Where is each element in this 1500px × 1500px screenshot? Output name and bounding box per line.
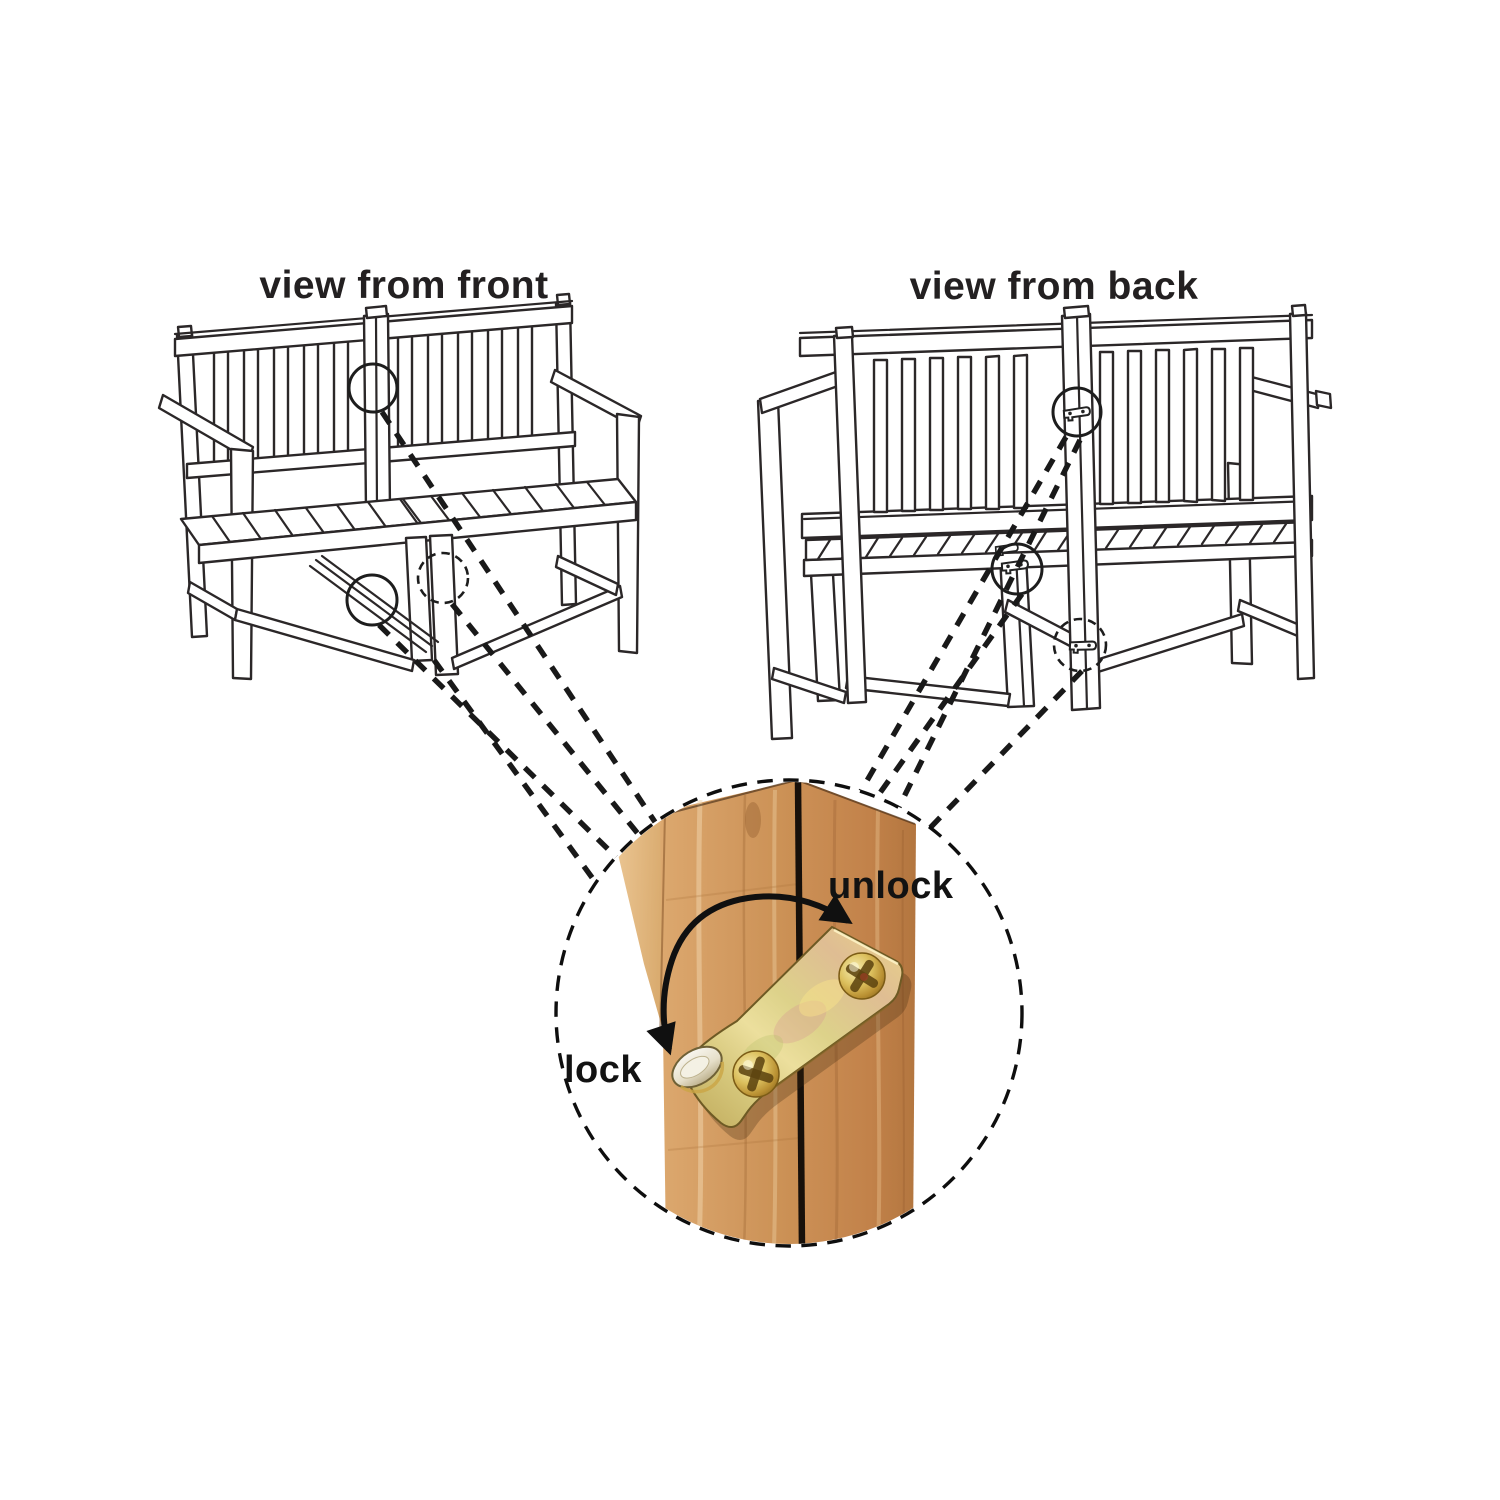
front-view-title: view from front bbox=[259, 264, 549, 307]
callout-circle-dashed bbox=[416, 551, 470, 605]
detail-photo bbox=[554, 778, 1024, 1248]
bench-front-drawing bbox=[157, 292, 643, 681]
callout-circles-back bbox=[990, 386, 1108, 673]
leader-lines-back bbox=[858, 435, 1084, 832]
rotation-arrow-icon bbox=[646, 893, 853, 1056]
screw-icon bbox=[732, 1050, 780, 1098]
callout-circle bbox=[990, 542, 1044, 596]
latch-icon bbox=[1068, 640, 1098, 654]
callout-circles-front bbox=[345, 362, 470, 627]
callout-circle bbox=[345, 573, 399, 627]
latch-icon bbox=[1062, 406, 1091, 422]
catch-pin-icon bbox=[671, 1045, 725, 1094]
unlock-label: unlock bbox=[828, 865, 954, 907]
bench-back-drawing bbox=[756, 303, 1333, 741]
callout-circle bbox=[1051, 386, 1103, 438]
callout-circle-dashed bbox=[1052, 617, 1108, 673]
magnifier-ring bbox=[554, 778, 1024, 1248]
leader-lines-front bbox=[377, 410, 658, 885]
callout-circle bbox=[347, 362, 399, 414]
lock-label: lock bbox=[564, 1049, 643, 1091]
back-view-title: view from back bbox=[909, 265, 1199, 308]
